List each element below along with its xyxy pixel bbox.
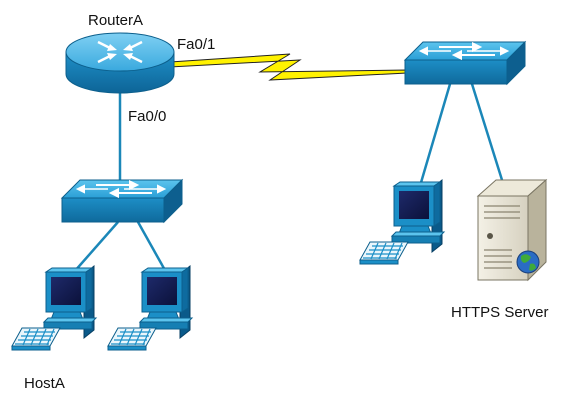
workstation-icon[interactable] (12, 266, 96, 350)
link-switch-host2 (138, 222, 166, 272)
switch-icon[interactable] (405, 42, 525, 84)
workstation-icon[interactable] (360, 180, 444, 264)
switch-icon[interactable] (62, 180, 182, 222)
router-icon[interactable] (66, 33, 174, 93)
link-switch2-server (472, 84, 502, 180)
serial-link (170, 54, 407, 80)
server-icon[interactable] (478, 180, 546, 280)
workstation-icon[interactable] (108, 266, 192, 350)
link-switch-host1 (74, 222, 118, 272)
interface-label-fa0-1: Fa0/1 (177, 36, 215, 53)
interface-label-fa0-0: Fa0/0 (128, 108, 166, 125)
router-label: RouterA (88, 12, 143, 29)
globe-icon (517, 251, 539, 273)
link-switch2-pc (420, 84, 450, 186)
server-label: HTTPS Server (451, 304, 549, 321)
host-label: HostA (24, 375, 65, 392)
